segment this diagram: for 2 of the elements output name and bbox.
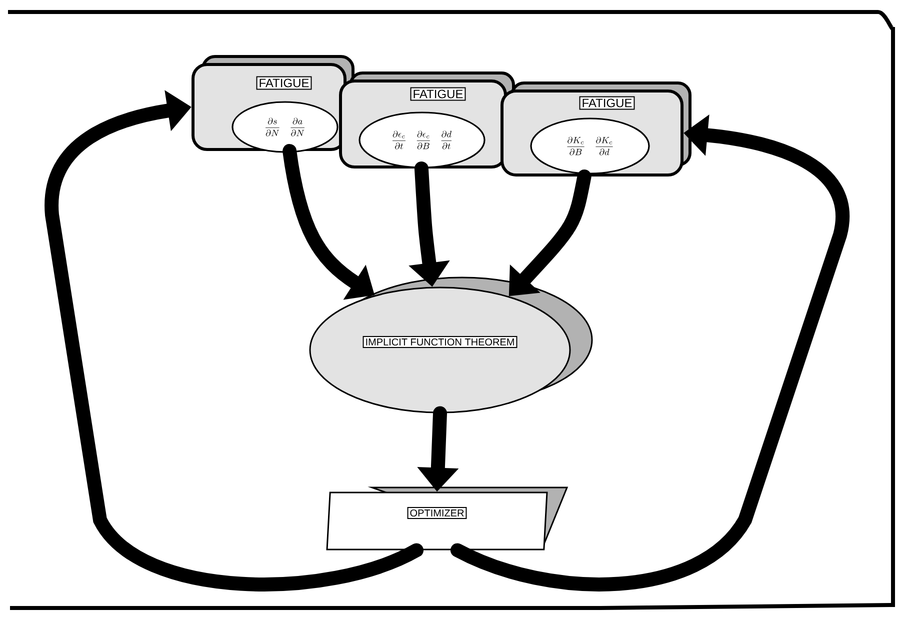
optimizer-box: OPTIMIZER — [326, 486, 568, 550]
arrow — [44, 90, 424, 592]
